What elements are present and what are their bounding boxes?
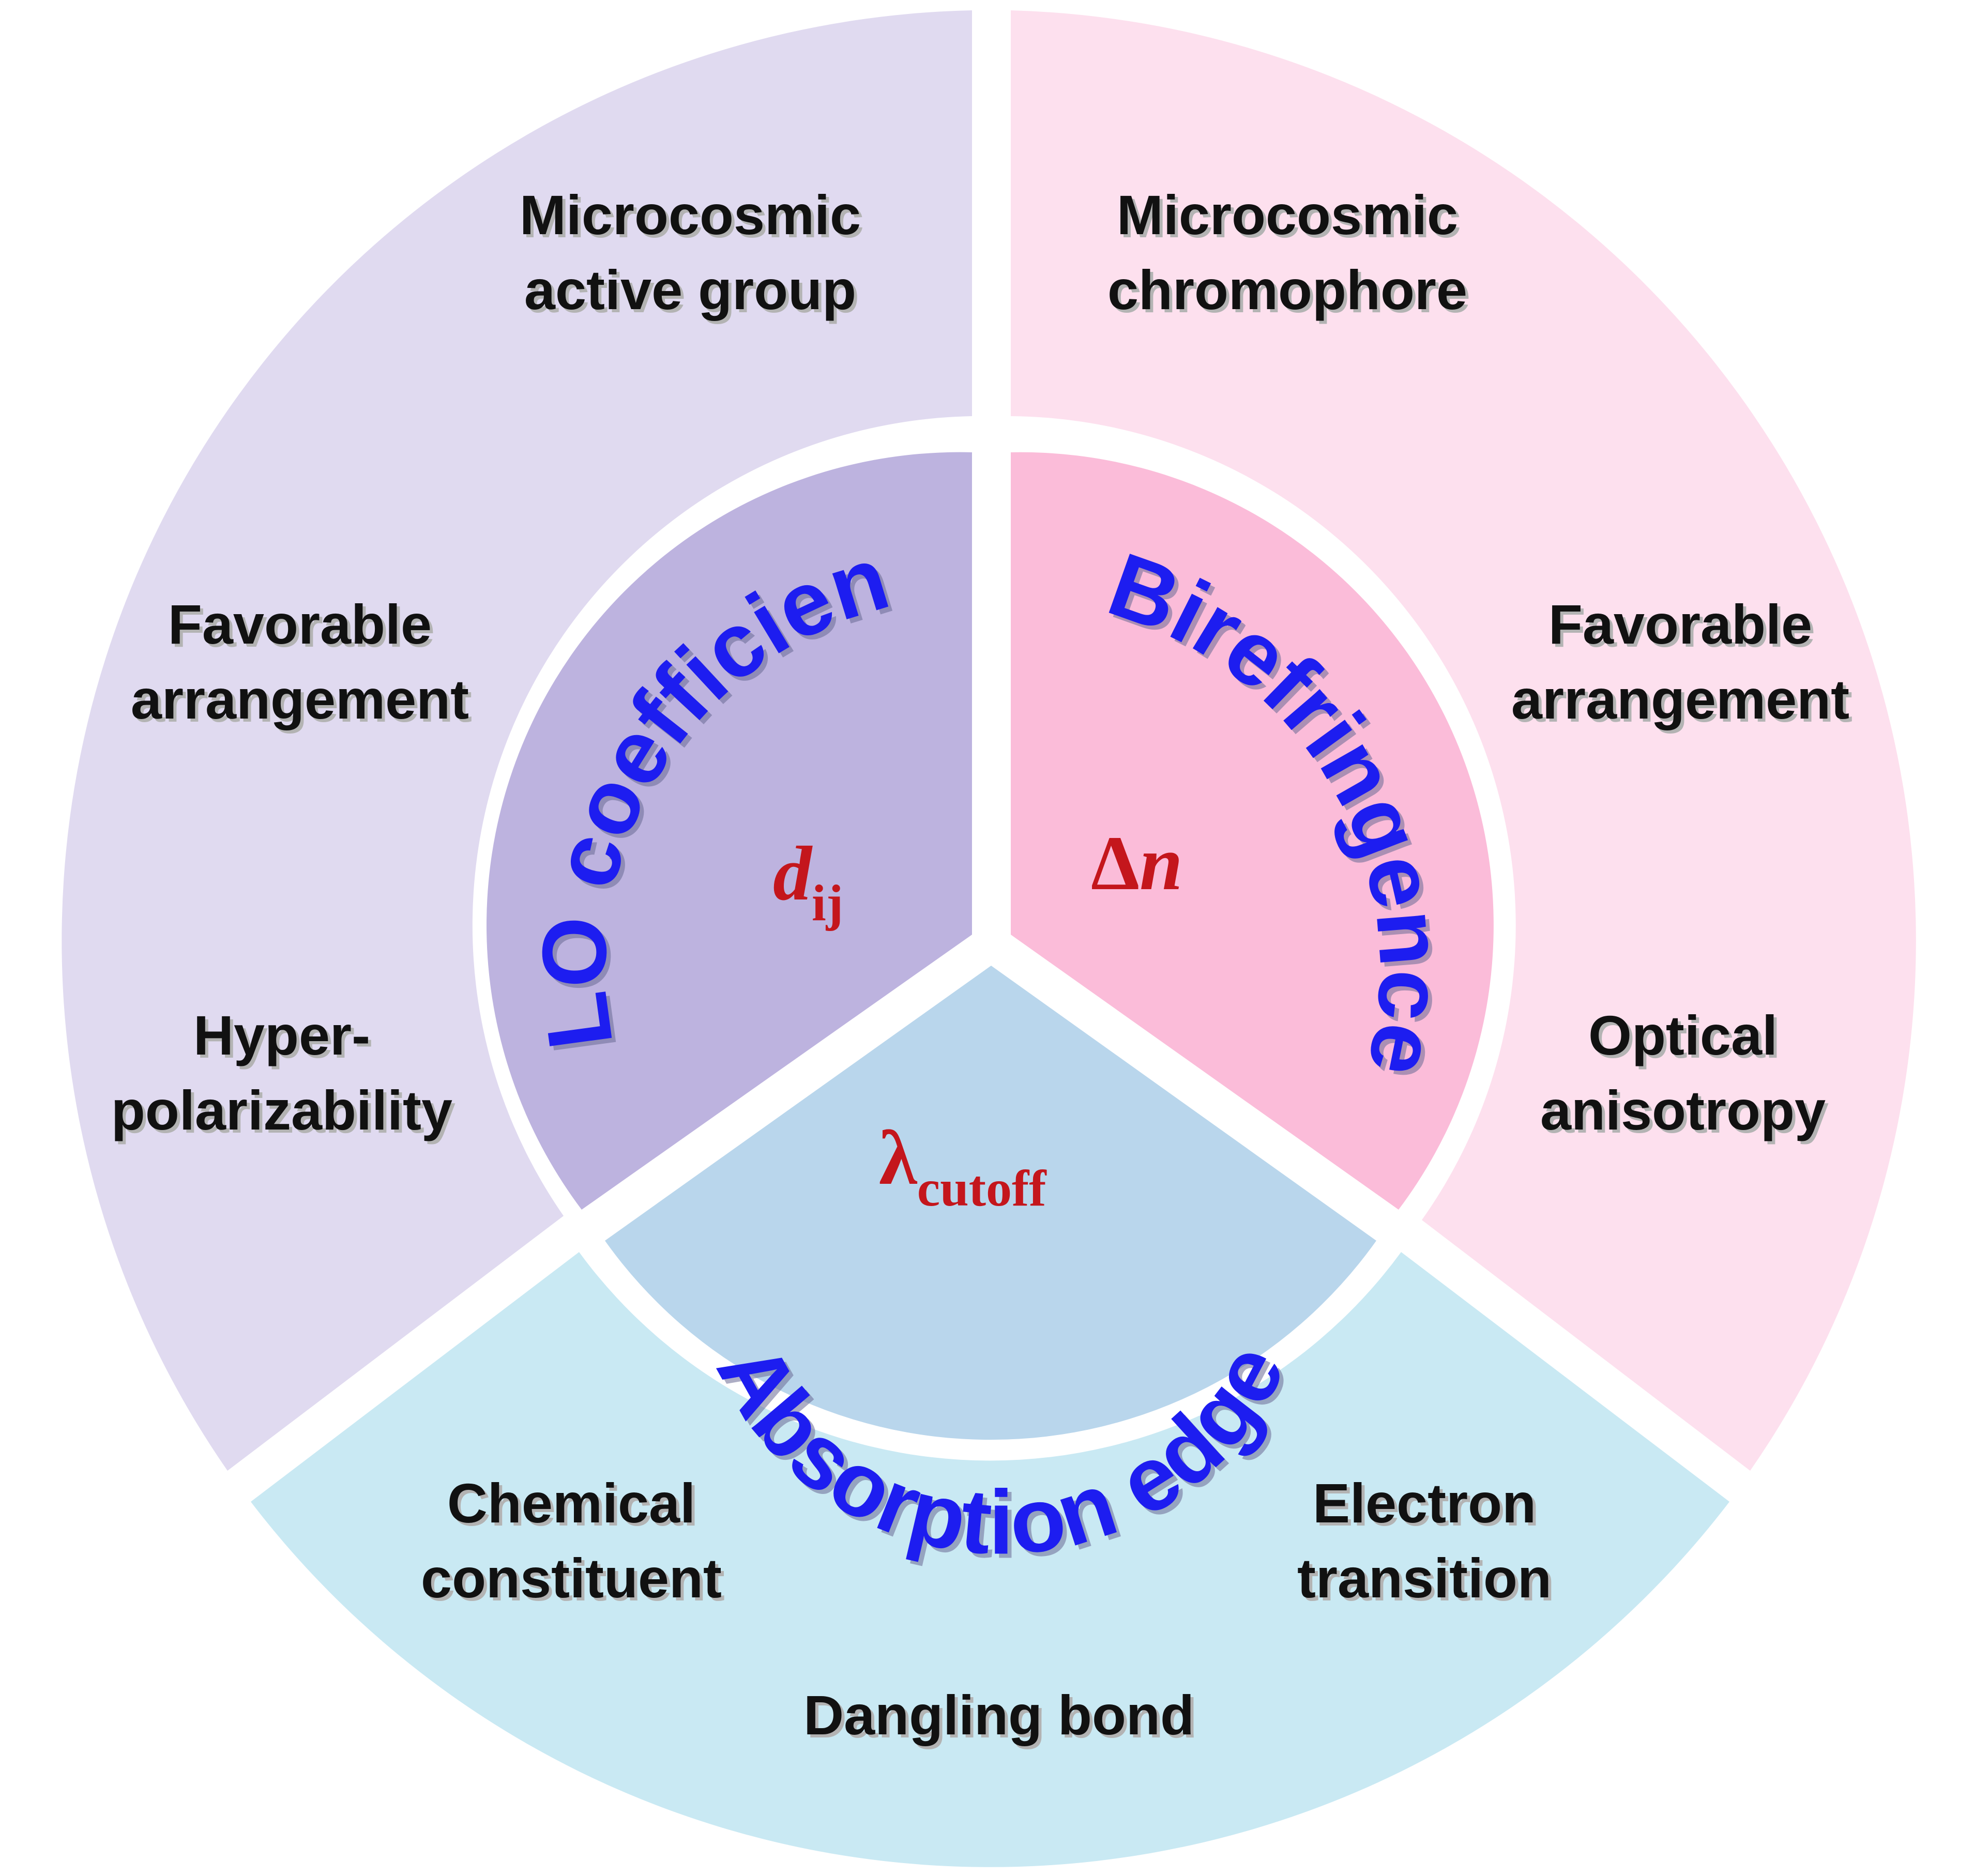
birefringence-factor-1-line2-shadow: chromophore xyxy=(1111,262,1470,324)
absorption-factor-2-line2-shadow: transition xyxy=(1300,1550,1555,1612)
nlo-factor-3-line1-shadow: Hyper- xyxy=(196,1007,373,1070)
absorption-factor-1-line2: constituent xyxy=(421,1547,722,1609)
nlo-symbol: dij xyxy=(773,831,843,932)
birefringence-factor-1-line2: chromophore xyxy=(1107,258,1467,321)
birefringence-outer-sector xyxy=(1011,10,1916,1471)
absorption-inner-sector xyxy=(605,966,1376,1440)
nlo-factor-1-line1-shadow: Microcosmic xyxy=(523,187,864,249)
nlo-factor-3-line2: polarizability xyxy=(111,1079,452,1141)
birefringence-symbol-delta: Δ xyxy=(1091,820,1140,906)
absorption-symbol-main: λ xyxy=(879,1115,918,1201)
nlo-factor-1-line2-shadow: active group xyxy=(527,262,859,324)
nlo-factor-3-line1: Hyper- xyxy=(193,1004,370,1066)
birefringence-symbol-var: n xyxy=(1140,820,1182,906)
birefringence-inner-sector xyxy=(1011,452,1494,1210)
birefringence-factor-2-line1: Favorable xyxy=(1548,593,1812,655)
birefringence-factor-2-line1-shadow: Favorable xyxy=(1552,596,1815,659)
nlo-inner-sector xyxy=(487,452,972,1210)
birefringence-factor-1-line1-shadow: Microcosmic xyxy=(1120,187,1461,249)
birefringence-factor-3-line2: anisotropy xyxy=(1540,1079,1826,1141)
nlo-factor-2-line2: arrangement xyxy=(131,668,469,730)
absorption-factor-2-line2: transition xyxy=(1297,1547,1552,1609)
birefringence-factor-2-line2: arrangement xyxy=(1511,668,1849,730)
absorption-outer-sector xyxy=(251,1252,1729,1867)
nlo-factor-3-line2-shadow: polarizability xyxy=(114,1082,455,1145)
nlo-factor-2-line1: Favorable xyxy=(168,593,432,655)
nlo-factor-2-line1-shadow: Favorable xyxy=(171,596,435,659)
nlo-factor-1-line2: active group xyxy=(524,258,856,321)
absorption-factor-3-line1-shadow: Dangling bond xyxy=(807,1687,1197,1749)
birefringence-factor-3-line2-shadow: anisotropy xyxy=(1543,1082,1829,1145)
absorption-factor-3-line1: Dangling bond xyxy=(803,1684,1194,1746)
birefringence-factor-2-line2-shadow: arrangement xyxy=(1514,671,1852,734)
absorption-symbol: λcutoff xyxy=(879,1115,1047,1217)
absorption-factor-1-line2-shadow: constituent xyxy=(424,1550,725,1612)
nlo-outer-sector xyxy=(62,10,973,1471)
absorption-factor-1-line1-shadow: Chemical xyxy=(450,1475,699,1537)
nlo-factor-1-line1: Microcosmic xyxy=(520,184,861,246)
absorption-factor-2-line1: Electron xyxy=(1313,1472,1536,1534)
absorption-factor-1-line1: Chemical xyxy=(447,1472,695,1534)
birefringence-factor-1-line1: Microcosmic xyxy=(1117,184,1458,246)
nlo-symbol-sub: ij xyxy=(812,874,843,932)
birefringence-symbol: Δn xyxy=(1091,820,1182,906)
nlo-factor-2-line2-shadow: arrangement xyxy=(134,671,472,734)
nlo-symbol-main: d xyxy=(773,831,813,917)
absorption-factor-2-line1-shadow: Electron xyxy=(1316,1475,1539,1537)
absorption-symbol-sub: cutoff xyxy=(917,1160,1047,1217)
birefringence-factor-3-line1-shadow: Optical xyxy=(1591,1007,1781,1070)
birefringence-factor-3-line1: Optical xyxy=(1588,1004,1778,1066)
